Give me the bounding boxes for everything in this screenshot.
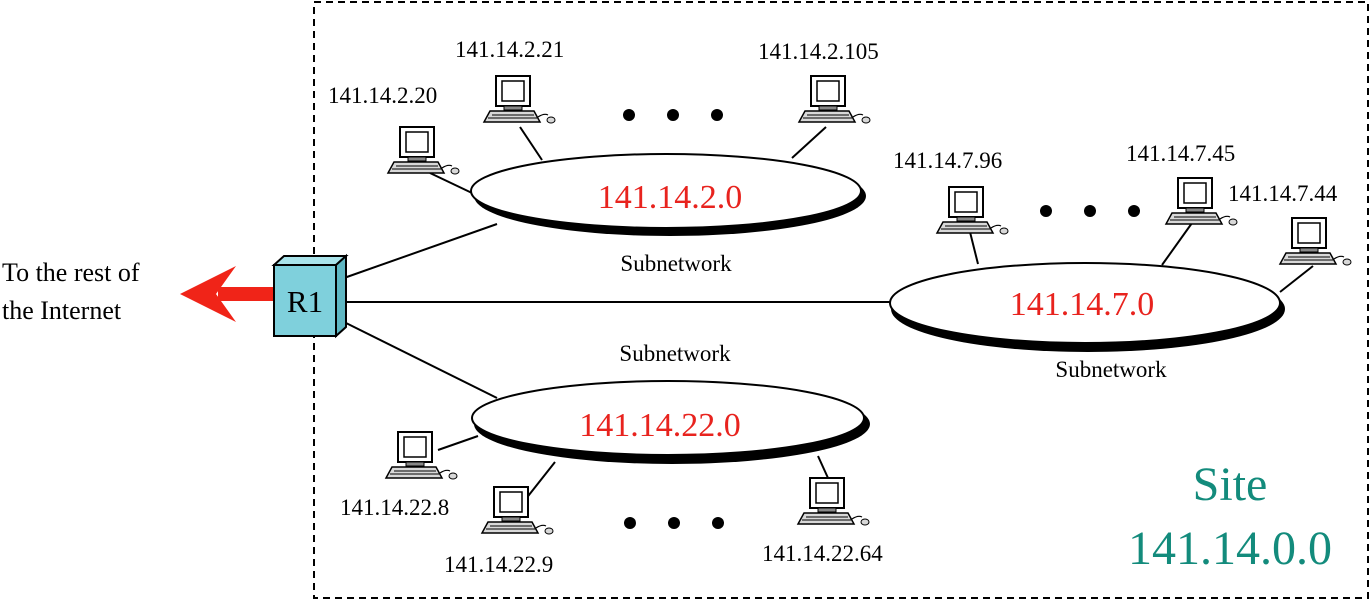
subnet-caption: Subnetwork: [620, 251, 732, 276]
host-link: [429, 172, 473, 194]
subnet-address: 141.14.22.0: [579, 407, 741, 444]
host-address: 141.14.22.9: [444, 552, 553, 577]
host-link: [1161, 222, 1193, 266]
link-r1-subnet-22: [343, 321, 498, 399]
link-r1-subnet-2: [343, 223, 498, 279]
host-link: [791, 126, 827, 159]
computer-icon: [385, 431, 458, 480]
host-link: [969, 231, 979, 265]
subnet-caption: Subnetwork: [619, 341, 731, 366]
site-label: Site: [1193, 458, 1268, 511]
computer-icon: [1165, 177, 1238, 226]
host-address: 141.14.22.64: [762, 541, 883, 566]
internet-label: the Internet: [2, 296, 122, 325]
subnet-address: 141.14.7.0: [1010, 286, 1155, 323]
internet-arrow: [180, 266, 278, 322]
host-address: 141.14.2.105: [758, 39, 879, 64]
router-label: R1: [287, 284, 323, 319]
computer-icon: [483, 75, 556, 124]
host-link: [1279, 265, 1314, 293]
subnet-address: 141.14.2.0: [598, 179, 743, 216]
subnet-ellipse-7: [889, 262, 1285, 352]
host-link: [437, 435, 479, 451]
subnet-ellipse-22: [471, 380, 870, 464]
computer-icon: [387, 126, 460, 175]
subnet-caption: Subnetwork: [1055, 357, 1167, 382]
host-address: 141.14.2.20: [328, 83, 437, 108]
router-r1: [271, 253, 349, 339]
host-address: 141.14.22.8: [340, 495, 449, 520]
subnet-ellipse-2: [470, 153, 866, 236]
computer-icon: [798, 75, 871, 124]
internet-label: To the rest of: [2, 258, 140, 287]
computer-icon: [481, 486, 554, 535]
computer-icon: [936, 186, 1009, 235]
host-link: [519, 126, 543, 161]
host-address: 141.14.2.21: [455, 37, 564, 62]
site-address: 141.14.0.0: [1128, 522, 1332, 575]
host-address: 141.14.7.44: [1228, 181, 1338, 206]
computer-icon: [797, 477, 870, 526]
host-address: 141.14.7.45: [1126, 141, 1235, 166]
host-link: [817, 455, 829, 479]
host-link: [524, 461, 556, 501]
computer-icon: [1279, 217, 1352, 266]
host-address: 141.14.7.96: [893, 148, 1002, 173]
ellipsis-dots: [623, 109, 1140, 529]
